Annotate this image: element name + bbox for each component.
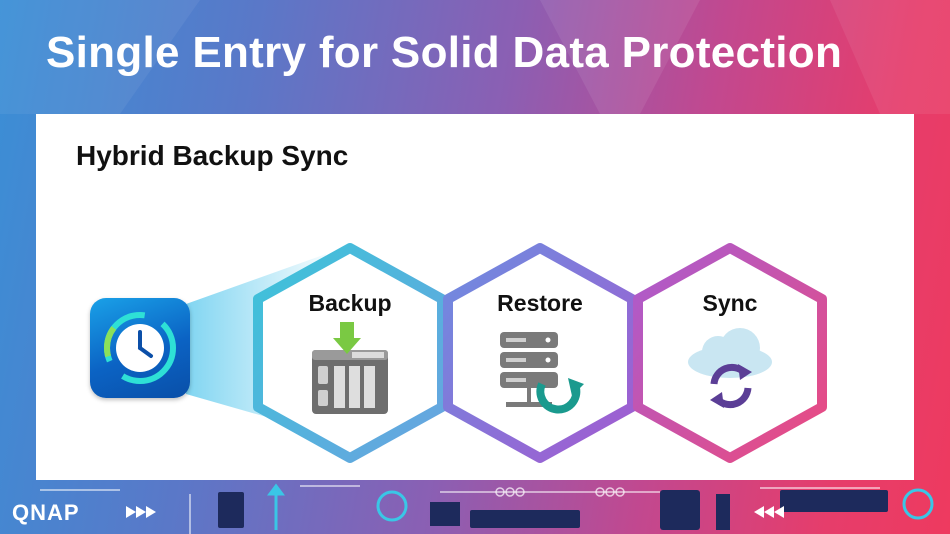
hex-label-backup: Backup bbox=[308, 290, 392, 316]
cloud-sync-icon bbox=[688, 328, 772, 409]
content-panel: Hybrid Backup Sync bbox=[36, 114, 914, 480]
hex-sync[interactable]: Sync bbox=[630, 242, 830, 464]
slide-title: Single Entry for Solid Data Protection bbox=[46, 28, 843, 77]
hex-restore[interactable]: Restore bbox=[440, 242, 640, 464]
server-restore-icon bbox=[500, 332, 584, 414]
clock-sync-icon bbox=[104, 312, 176, 384]
qnap-logo: QNAP bbox=[12, 500, 80, 525]
hex-label-sync: Sync bbox=[702, 290, 758, 316]
hex-backup[interactable]: Backup bbox=[250, 242, 450, 464]
hex-label-restore: Restore bbox=[497, 290, 583, 316]
product-name: Hybrid Backup Sync bbox=[76, 140, 349, 171]
nas-download-icon bbox=[312, 322, 388, 414]
hybrid-backup-sync-app-icon[interactable] bbox=[90, 298, 190, 398]
footer-decoration bbox=[40, 483, 934, 534]
